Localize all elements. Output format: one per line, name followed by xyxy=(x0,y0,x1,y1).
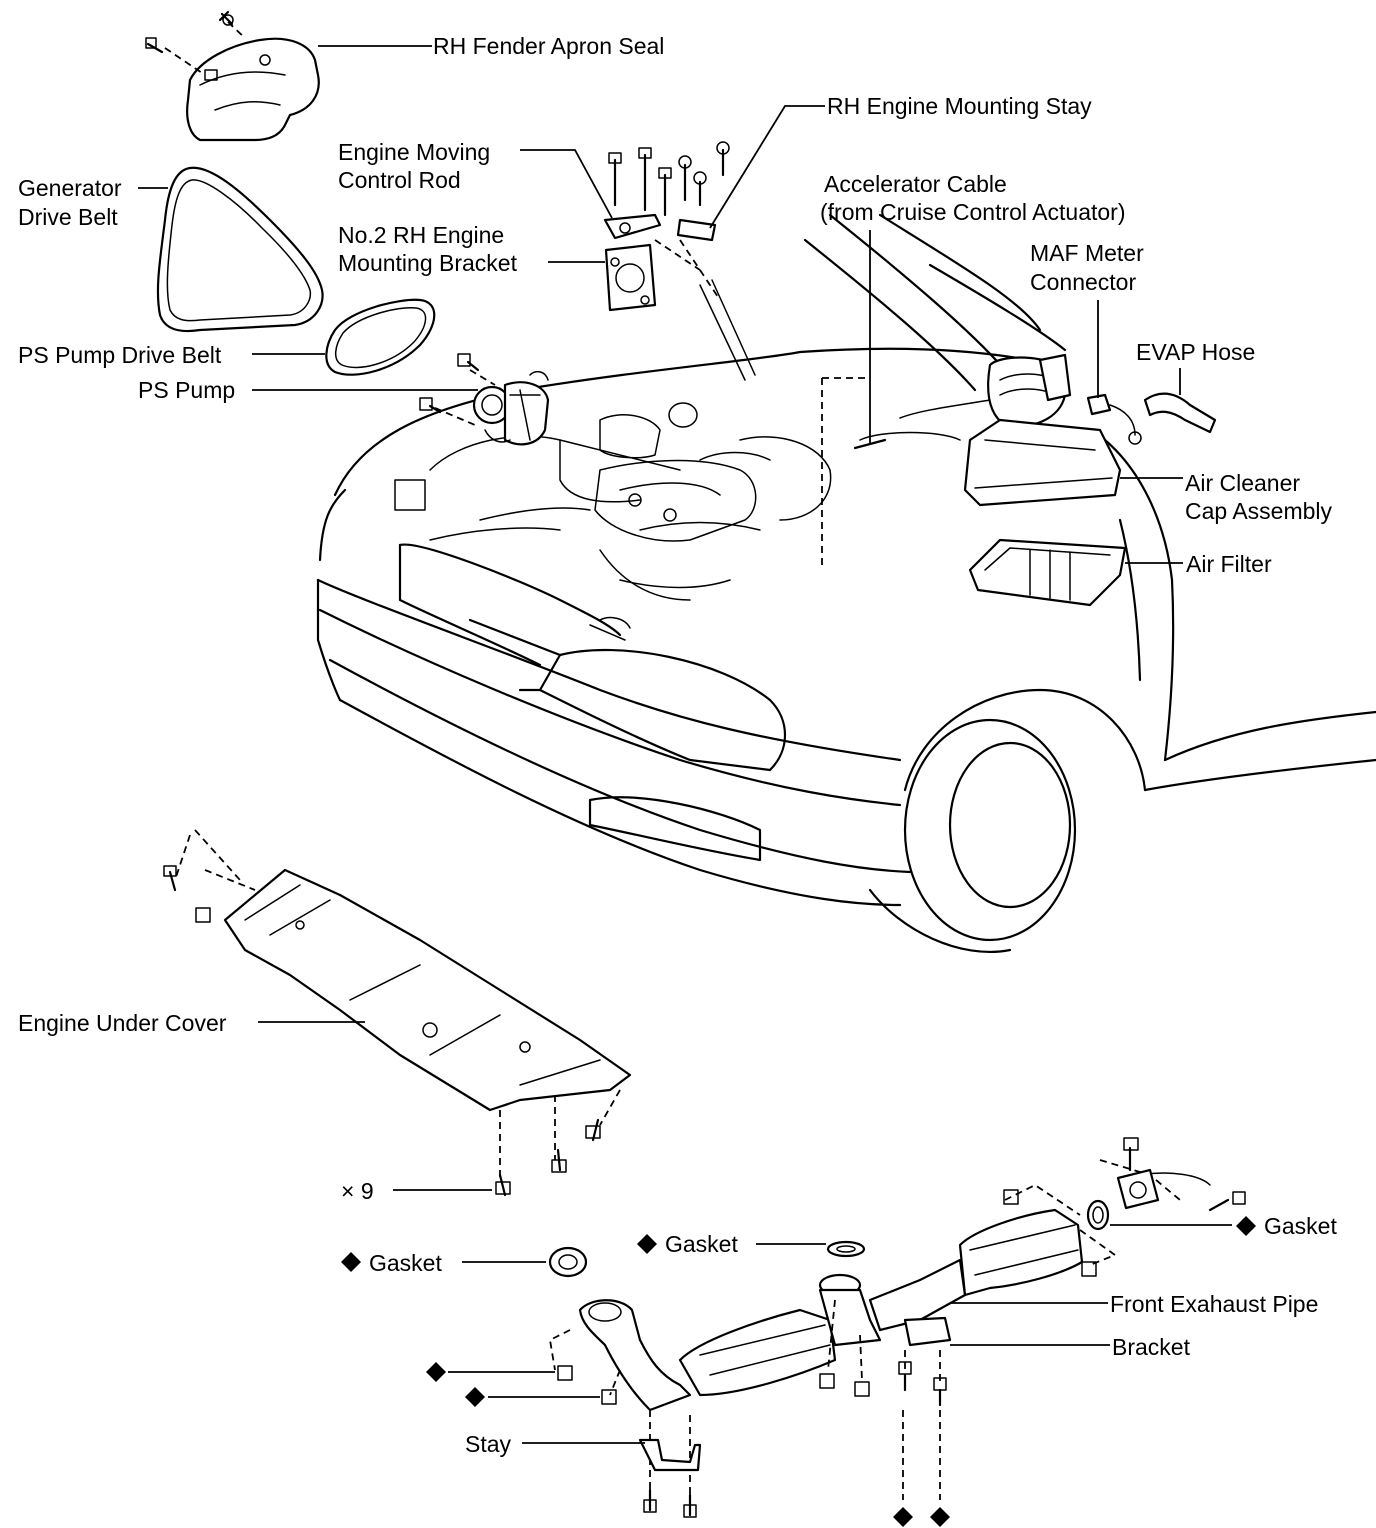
label-accelerator-cable-1: Accelerator Cable xyxy=(824,171,1007,197)
gasket-part xyxy=(826,1240,866,1258)
diamond-icon xyxy=(930,1507,950,1527)
label-gasket-center: Gasket xyxy=(665,1231,738,1257)
gasket-part xyxy=(1086,1199,1110,1231)
label-stay: Stay xyxy=(465,1431,512,1457)
diamond-icon xyxy=(1236,1216,1256,1236)
evap-hose-part xyxy=(1143,392,1217,434)
exhaust-stay-part xyxy=(638,1438,702,1472)
bolt-icon xyxy=(419,397,442,414)
label-gasket-left: Gasket xyxy=(369,1250,442,1276)
nut-icon xyxy=(854,1381,870,1397)
bolt-icon xyxy=(585,1118,601,1142)
bolt-icon xyxy=(145,37,164,54)
generator-drive-belt-part xyxy=(156,166,324,333)
bolt-icon xyxy=(163,865,177,892)
bolt-icon xyxy=(1208,1191,1246,1212)
leader-line xyxy=(709,105,825,229)
front-exhaust-pipe-part xyxy=(549,1159,1211,1515)
nut-icon xyxy=(1003,1189,1019,1205)
diamond-icon xyxy=(465,1387,485,1407)
bolt-icon xyxy=(898,1361,912,1392)
bolt-icon xyxy=(933,1377,947,1407)
label-air-cleaner-cap-assembly-2: Cap Assembly xyxy=(1185,498,1333,524)
exhaust-manifold-flange-part xyxy=(1116,1168,1160,1210)
label-rh-fender-apron-seal: RH Fender Apron Seal xyxy=(433,33,664,59)
diamond-icon xyxy=(426,1362,446,1382)
air-filter-part xyxy=(968,538,1127,607)
bolt-icon xyxy=(551,1148,567,1173)
label-generator-drive-belt-1: Generator xyxy=(18,175,122,201)
bolt-icon xyxy=(1123,1137,1139,1172)
nut-icon xyxy=(601,1389,617,1405)
ps-pump-drive-belt-part xyxy=(325,298,436,376)
bolt-icon xyxy=(457,353,480,372)
label-air-cleaner-cap-assembly-1: Air Cleaner xyxy=(1185,470,1300,496)
nut-icon xyxy=(557,1365,573,1381)
diamond-icon xyxy=(637,1234,657,1254)
label-evap-hose: EVAP Hose xyxy=(1136,339,1255,365)
engine-under-cover-part xyxy=(174,829,632,1180)
leader-line xyxy=(520,149,613,219)
ps-pump-part xyxy=(434,369,550,446)
label-maf-meter-connector-2: Connector xyxy=(1030,269,1136,295)
label-engine-moving-control-rod-2: Control Rod xyxy=(338,167,461,193)
label-maf-meter-connector-1: MAF Meter xyxy=(1030,240,1144,266)
bolt-icon xyxy=(683,1493,697,1518)
label-no2-rh-engine-mounting-bracket-1: No.2 RH Engine xyxy=(338,222,504,248)
gasket-part xyxy=(548,1246,588,1278)
engine-mounting-bracket-assembly xyxy=(603,141,756,381)
nut-icon xyxy=(819,1373,835,1389)
label-bracket: Bracket xyxy=(1112,1334,1191,1360)
maf-meter-part xyxy=(987,353,1072,428)
bolt-icon xyxy=(495,1173,511,1197)
maf-meter-connector-part xyxy=(1086,393,1142,445)
nut-icon xyxy=(195,907,211,923)
engine-bay xyxy=(394,402,961,641)
label-rh-engine-mounting-stay: RH Engine Mounting Stay xyxy=(827,93,1092,119)
diamond-icon xyxy=(893,1507,913,1527)
diamond-icon xyxy=(341,1252,361,1272)
rh-fender-apron-seal-part xyxy=(164,21,320,142)
label-bolt-quantity: × 9 xyxy=(341,1178,374,1204)
label-front-exhaust-pipe: Front Exahaust Pipe xyxy=(1110,1291,1318,1317)
accelerator-cable-part xyxy=(821,377,991,570)
label-no2-rh-engine-mounting-bracket-2: Mounting Bracket xyxy=(338,250,518,276)
nut-icon xyxy=(1081,1261,1097,1277)
label-ps-pump: PS Pump xyxy=(138,377,235,403)
vehicle-front-body xyxy=(316,213,1376,953)
bolt-icon xyxy=(643,1488,657,1513)
air-cleaner-cap-assembly-part xyxy=(963,418,1122,507)
label-engine-moving-control-rod-1: Engine Moving xyxy=(338,139,490,165)
label-gasket-rear: Gasket xyxy=(1264,1213,1337,1239)
label-ps-pump-drive-belt: PS Pump Drive Belt xyxy=(18,342,222,368)
label-air-filter: Air Filter xyxy=(1186,551,1272,577)
label-accelerator-cable-2: (from Cruise Control Actuator) xyxy=(820,199,1125,225)
label-generator-drive-belt-2: Drive Belt xyxy=(18,204,118,230)
bolt-icon xyxy=(218,10,234,26)
label-engine-under-cover: Engine Under Cover xyxy=(18,1010,227,1036)
